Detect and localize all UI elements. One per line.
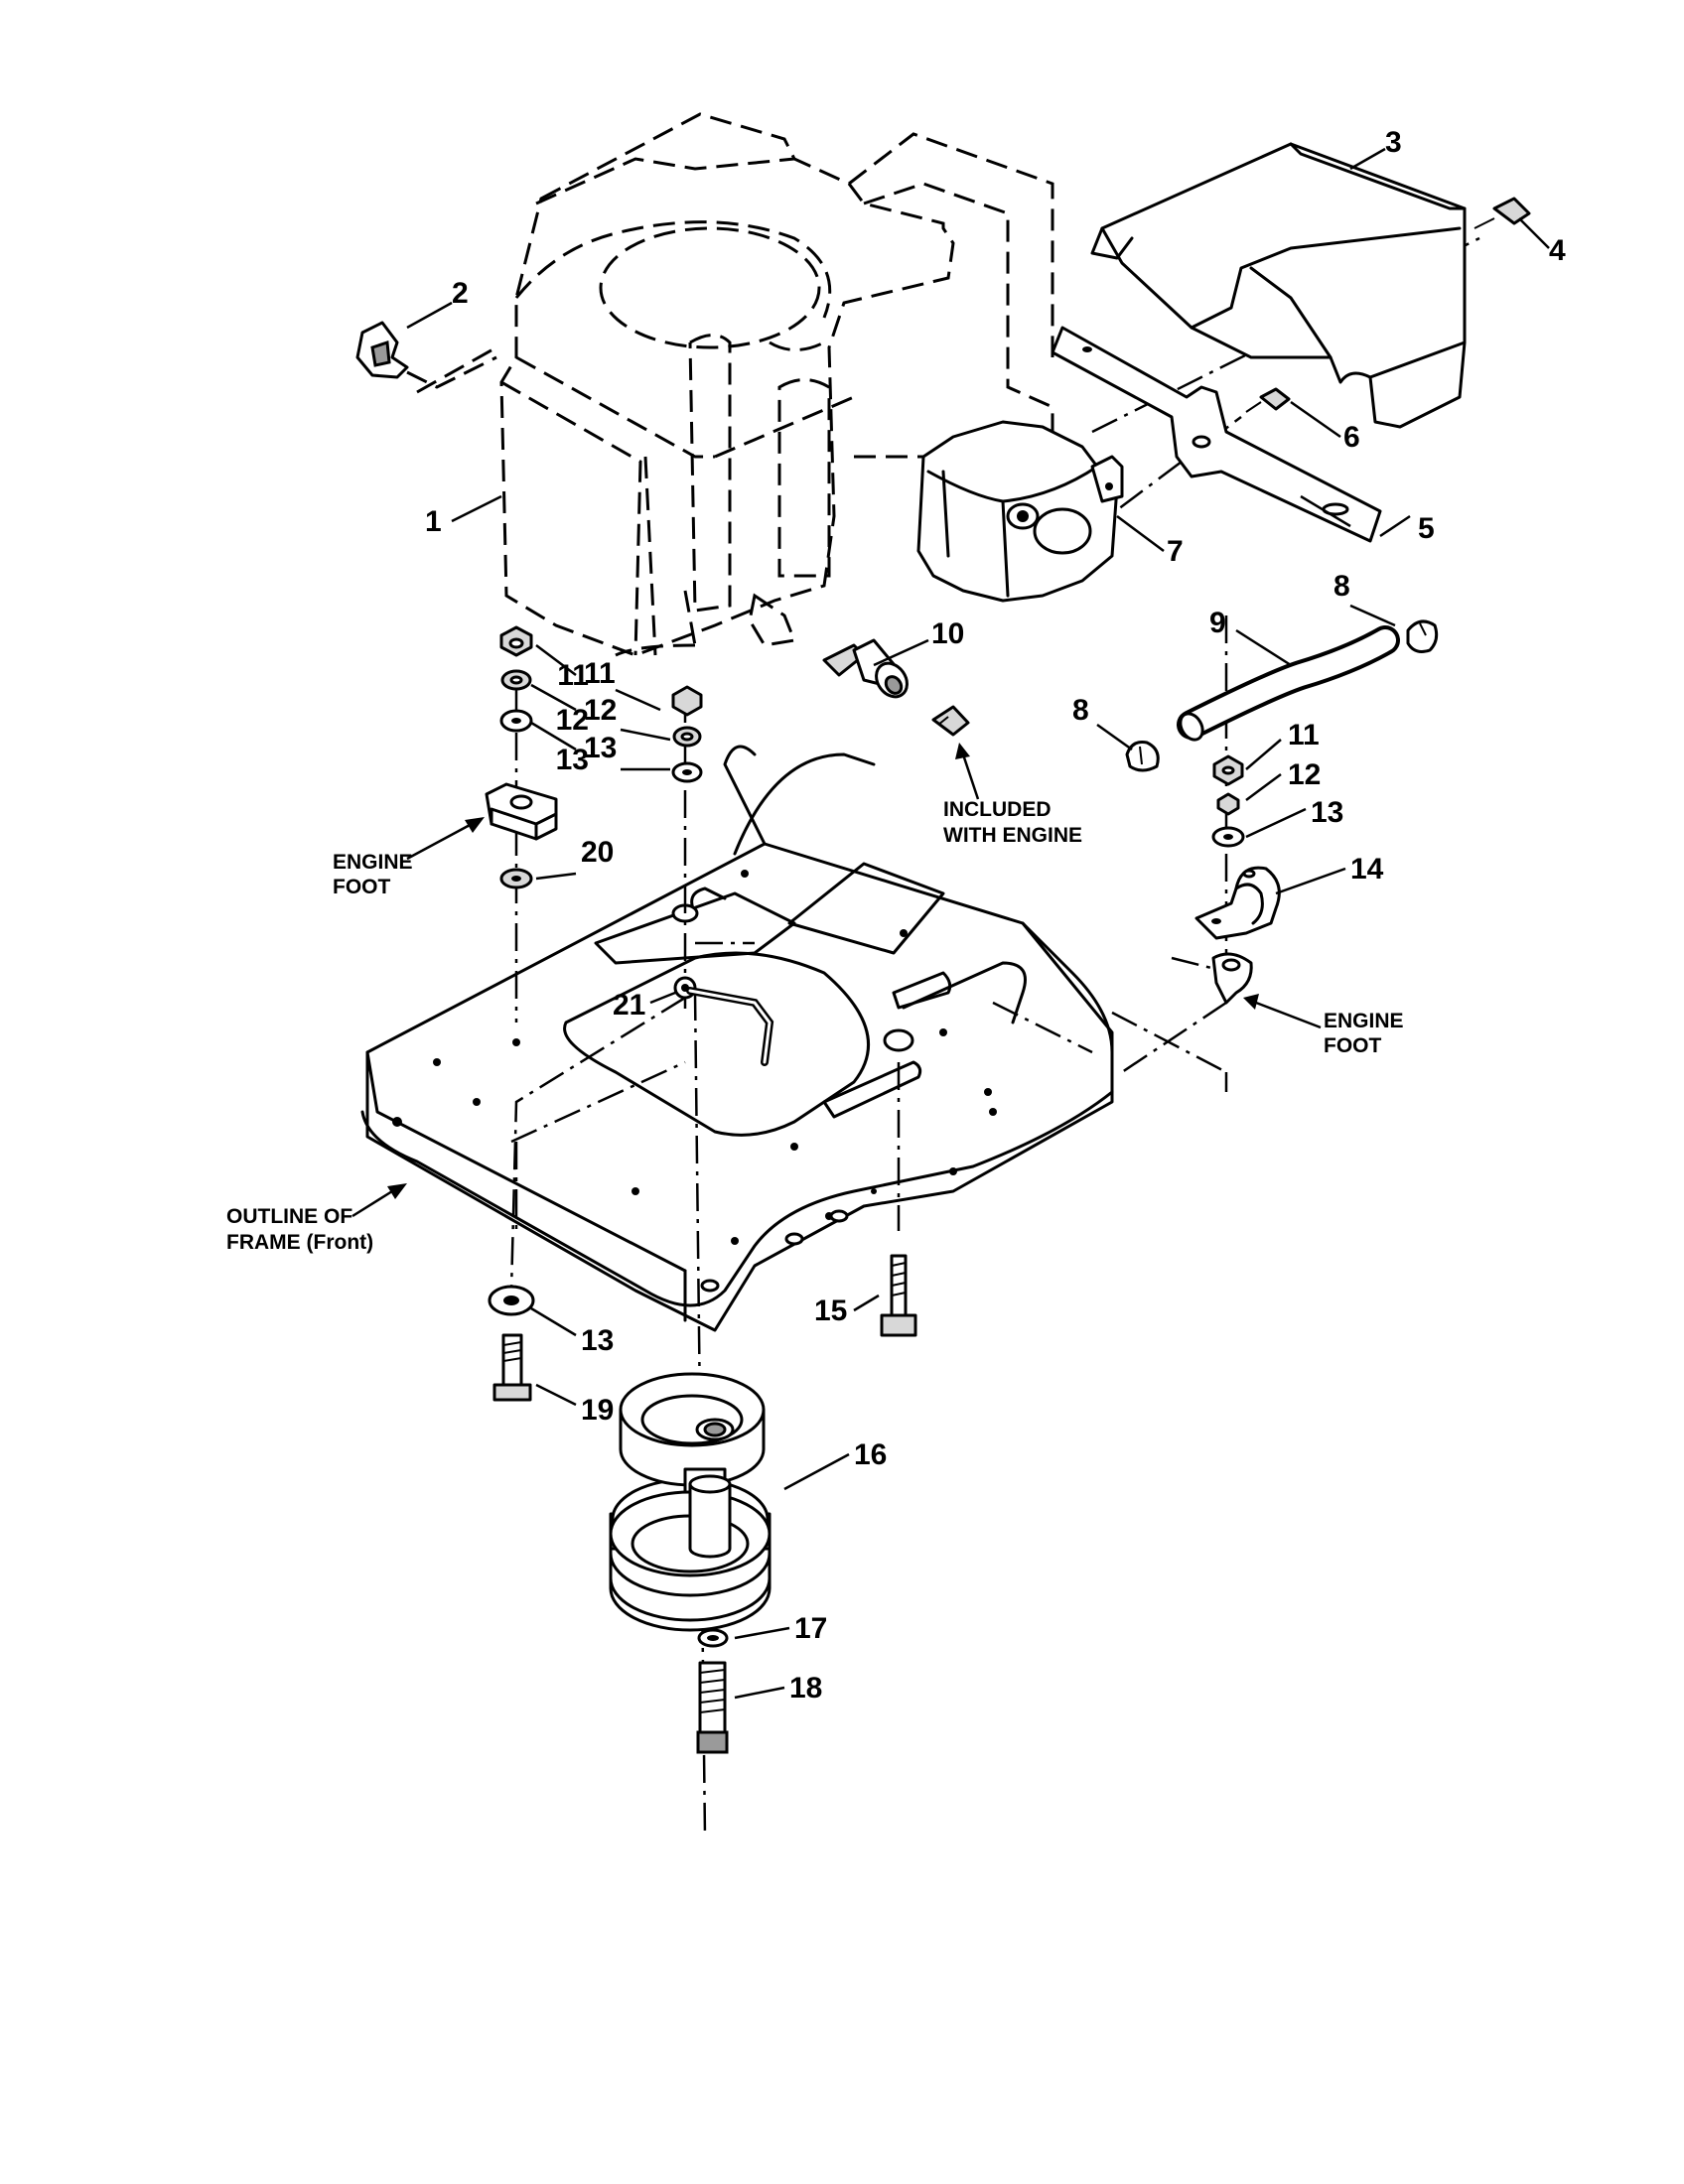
- center-hardware-stack: [671, 685, 703, 783]
- callout-2: 2: [452, 277, 469, 310]
- part-17-washer: [697, 1628, 729, 1648]
- part-4-screw: [1474, 197, 1531, 229]
- callout-4: 4: [1549, 234, 1566, 267]
- callout-9: 9: [1209, 607, 1226, 639]
- callout-20: 20: [581, 836, 614, 869]
- part-5-bracket: [1051, 326, 1382, 543]
- part-2-clip: [355, 321, 497, 389]
- notes: INCLUDED WITH ENGINE ENGINE FOOT ENGINE …: [226, 798, 1404, 1254]
- part-7-muffler: [916, 420, 1124, 603]
- leader-lines: [351, 147, 1550, 1700]
- callout-12-left: 12: [584, 694, 617, 727]
- included-fitting: [931, 705, 970, 737]
- part-3-shield: [1090, 142, 1467, 429]
- note-included-line1: INCLUDED: [943, 798, 1052, 821]
- callout-14: 14: [1350, 853, 1384, 886]
- part-6-screw: [1245, 387, 1291, 413]
- callout-12-center: 12: [556, 704, 589, 737]
- callout-13-lower: 13: [581, 1324, 614, 1357]
- callout-13-right: 13: [1311, 796, 1343, 829]
- part-16-pulley: [609, 1372, 772, 1632]
- callout-8-upper: 8: [1333, 570, 1350, 603]
- callout-19: 19: [581, 1394, 614, 1427]
- callout-5: 5: [1418, 512, 1435, 545]
- part-9-hose: [1177, 625, 1400, 742]
- callout-1: 1: [425, 505, 442, 538]
- callout-6: 6: [1343, 421, 1360, 454]
- part-15-bolt: [880, 1254, 917, 1337]
- engine: [499, 112, 955, 657]
- callout-15: 15: [814, 1295, 847, 1327]
- note-frame-line1: OUTLINE OF: [226, 1205, 352, 1228]
- callout-17: 17: [794, 1612, 827, 1645]
- part-10-fitting: [822, 638, 909, 699]
- note-engine-foot-left-line2: FOOT: [333, 876, 390, 898]
- part-8-clamp-upper: [1406, 619, 1439, 653]
- callout-7: 7: [1167, 535, 1184, 568]
- frame-outline: [360, 745, 1114, 1332]
- left-hardware-stack: [499, 625, 533, 733]
- callout-13-left: 13: [584, 732, 617, 764]
- right-hardware-stack: [1211, 754, 1245, 848]
- note-engine-foot-left-line1: ENGINE: [333, 851, 413, 874]
- callout-12-right: 12: [1288, 758, 1321, 791]
- part-19-bolt: [492, 1333, 532, 1402]
- callout-18: 18: [789, 1672, 822, 1705]
- callout-16: 16: [854, 1438, 887, 1471]
- callout-11-left: 11: [584, 657, 616, 690]
- callout-numbers: 1 2 3 4 5 6 7 8 8 9 10 11 12 13 11 12 13…: [425, 126, 1566, 1705]
- callout-11-right: 11: [1288, 719, 1320, 751]
- engine-foot-right: [1211, 952, 1253, 1005]
- part-21-wire: [673, 976, 774, 1066]
- callout-10: 10: [931, 617, 964, 650]
- note-engine-foot-right-line2: FOOT: [1324, 1034, 1381, 1057]
- note-frame-line2: FRAME (Front): [226, 1231, 373, 1254]
- note-engine-foot-right-line1: ENGINE: [1324, 1010, 1404, 1032]
- engine-foot-left: [485, 782, 558, 841]
- callout-13-center: 13: [556, 744, 589, 776]
- note-included-line2: WITH ENGINE: [943, 824, 1082, 847]
- lower-washer-13: [488, 1285, 535, 1316]
- part-8-clamp-lower: [1125, 741, 1160, 772]
- part-14-clamp: [1194, 866, 1281, 940]
- callout-21: 21: [613, 989, 645, 1022]
- part-18-bolt: [696, 1661, 729, 1754]
- callout-8-lower: 8: [1072, 694, 1089, 727]
- part-20-washer: [499, 868, 533, 889]
- callout-11-center: 11: [557, 659, 589, 692]
- callout-3: 3: [1385, 126, 1402, 159]
